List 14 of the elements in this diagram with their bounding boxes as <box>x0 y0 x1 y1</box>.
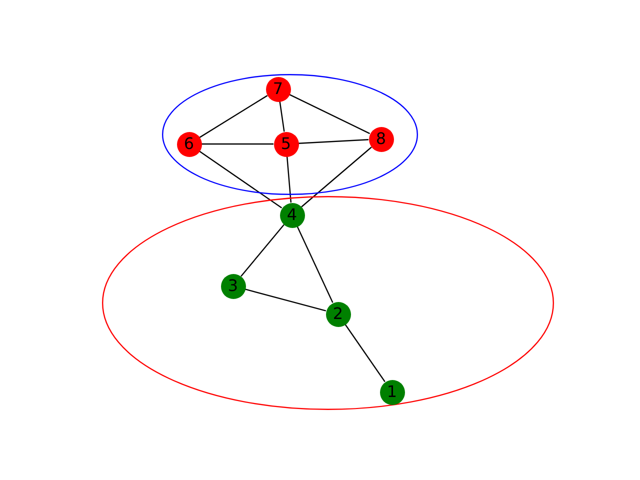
edge-line <box>286 156 292 203</box>
edge-line <box>279 101 285 132</box>
edge-line <box>296 226 334 303</box>
group-ellipse <box>162 74 418 195</box>
group-ellipse <box>102 196 554 410</box>
edge-line <box>199 95 268 138</box>
edge-line <box>202 143 274 145</box>
edge-line <box>298 139 369 144</box>
edge-line <box>301 146 372 208</box>
edge-line <box>240 224 284 277</box>
edge-line <box>198 150 282 208</box>
edge-line <box>344 324 386 382</box>
edge-line <box>244 288 326 312</box>
edge-line <box>288 94 370 134</box>
